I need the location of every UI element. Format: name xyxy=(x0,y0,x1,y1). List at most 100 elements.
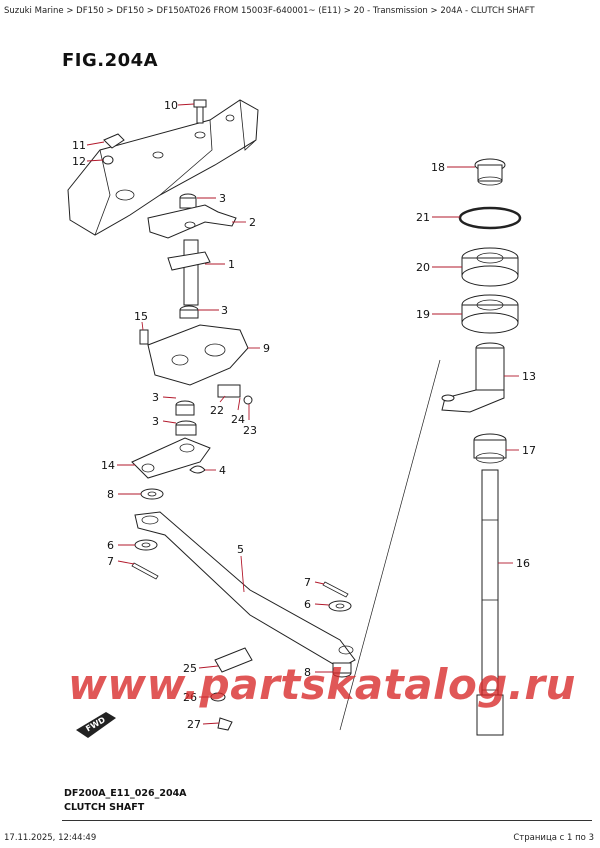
callout-27-label: 27 xyxy=(187,718,201,731)
clutch-shaft-16-drawing xyxy=(476,469,504,736)
bushing-17-drawing xyxy=(473,433,507,464)
washer-6-left-drawing xyxy=(134,539,158,551)
callout-25[interactable]: 25 xyxy=(183,662,219,675)
callout-18-label: 18 xyxy=(431,161,445,174)
callout-10-label: 10 xyxy=(164,99,178,112)
callout-16-label: 16 xyxy=(516,557,530,570)
clip-4-drawing xyxy=(189,465,206,474)
plug-18-drawing xyxy=(474,158,506,186)
callout-7-a[interactable]: 7 xyxy=(107,555,135,568)
callout-10[interactable]: 10 xyxy=(164,99,195,112)
watermark: www.partskatalog.ru xyxy=(68,660,576,709)
joint-25-drawing xyxy=(214,647,253,673)
lever-2-drawing xyxy=(147,204,237,239)
washer-8-drawing xyxy=(140,488,164,500)
callout-6-a[interactable]: 6 xyxy=(107,539,135,552)
footer-divider xyxy=(62,820,592,821)
callout-13-label: 13 xyxy=(522,370,536,383)
callout-14-label: 14 xyxy=(101,459,115,472)
callout-27[interactable]: 27 xyxy=(187,718,220,731)
spring-22-drawing xyxy=(217,384,253,405)
clip-27-drawing xyxy=(217,717,233,731)
shaft-1-drawing xyxy=(167,239,211,306)
rod-5-drawing xyxy=(134,511,356,669)
callout-6-b[interactable]: 6 xyxy=(304,598,330,611)
callout-21-label: 21 xyxy=(416,211,430,224)
callout-26-label: 26 xyxy=(183,691,197,704)
callout-2-label: 2 xyxy=(249,216,256,229)
callout-5-label: 5 xyxy=(237,543,244,556)
collar-3a-drawing xyxy=(179,193,197,209)
callout-22[interactable]: 22 xyxy=(210,395,226,417)
callout-20[interactable]: 20 xyxy=(416,261,462,274)
callout-21[interactable]: 21 xyxy=(416,211,460,224)
callout-19-label: 19 xyxy=(416,308,430,321)
callout-8-a[interactable]: 8 xyxy=(107,488,141,501)
callout-14[interactable]: 14 xyxy=(101,459,135,472)
callout-6-a-label: 6 xyxy=(107,539,114,552)
reference-line xyxy=(339,359,441,731)
seal-19-drawing xyxy=(461,294,519,334)
drawing-code: DF200A_E11_026_204A xyxy=(64,788,187,799)
callout-3-a[interactable]: 3 xyxy=(197,192,226,205)
callout-11[interactable]: 11 xyxy=(72,139,105,152)
callout-7-a-label: 7 xyxy=(107,555,114,568)
callout-1[interactable]: 1 xyxy=(205,258,235,271)
cam-13-drawing xyxy=(441,342,505,413)
washer-8-lower-drawing xyxy=(332,662,352,678)
callout-13[interactable]: 13 xyxy=(504,370,536,383)
circlip-21-drawing xyxy=(458,206,522,230)
callout-8-b[interactable]: 8 xyxy=(304,666,333,679)
lever-14-drawing xyxy=(131,437,211,479)
breadcrumb: Suzuki Marine > DF150 > DF150 > DF150AT0… xyxy=(4,6,535,16)
callout-20-label: 20 xyxy=(416,261,430,274)
callout-9-label: 9 xyxy=(263,342,270,355)
pin-7-right-drawing xyxy=(322,581,349,598)
callout-23[interactable]: 23 xyxy=(243,404,257,437)
fwd-arrow-icon: FWD xyxy=(76,712,116,738)
callout-25-label: 25 xyxy=(183,662,197,675)
bracket-drawing xyxy=(67,99,259,236)
callout-12-label: 12 xyxy=(72,155,86,168)
timestamp: 17.11.2025, 12:44:49 xyxy=(4,833,97,843)
callout-15-label: 15 xyxy=(134,310,148,323)
callout-4-label: 4 xyxy=(219,464,226,477)
callout-8-b-label: 8 xyxy=(304,666,311,679)
callout-3-c-label: 3 xyxy=(152,391,159,404)
callout-18[interactable]: 18 xyxy=(431,161,475,174)
callout-15[interactable]: 15 xyxy=(134,310,148,331)
collar-3c-drawing xyxy=(175,400,195,416)
callout-8-a-label: 8 xyxy=(107,488,114,501)
callout-24[interactable]: 24 xyxy=(231,397,245,426)
washer-6-right-drawing xyxy=(328,600,352,612)
drawing-caption: CLUTCH SHAFT xyxy=(64,802,145,813)
page-indicator: Страница с 1 по 3 xyxy=(513,833,594,843)
callout-3-c[interactable]: 3 xyxy=(152,391,177,404)
callout-23-label: 23 xyxy=(243,424,257,437)
callout-4[interactable]: 4 xyxy=(205,464,226,477)
callout-11-label: 11 xyxy=(72,139,86,152)
collar-3b-drawing xyxy=(179,305,199,319)
callout-7-b[interactable]: 7 xyxy=(304,576,325,589)
callout-26[interactable]: 26 xyxy=(183,691,211,704)
callout-17-label: 17 xyxy=(522,444,536,457)
callout-24-label: 24 xyxy=(231,413,245,426)
callout-12[interactable]: 12 xyxy=(72,155,104,168)
callout-2[interactable]: 2 xyxy=(232,216,256,229)
bolt-10-drawing xyxy=(193,99,207,124)
callout-9[interactable]: 9 xyxy=(248,342,270,355)
callout-3-b[interactable]: 3 xyxy=(198,304,228,317)
callout-19[interactable]: 19 xyxy=(416,308,462,321)
callout-3-b-label: 3 xyxy=(221,304,228,317)
callout-22-label: 22 xyxy=(210,404,224,417)
pin-7-left-drawing xyxy=(131,562,159,580)
callout-17[interactable]: 17 xyxy=(506,444,536,457)
callout-3-d[interactable]: 3 xyxy=(152,415,177,428)
clip-11-drawing xyxy=(102,133,125,165)
callout-16[interactable]: 16 xyxy=(498,557,530,570)
callout-3-d-label: 3 xyxy=(152,415,159,428)
callout-6-b-label: 6 xyxy=(304,598,311,611)
callout-7-b-label: 7 xyxy=(304,576,311,589)
callout-5[interactable]: 5 xyxy=(237,543,245,593)
